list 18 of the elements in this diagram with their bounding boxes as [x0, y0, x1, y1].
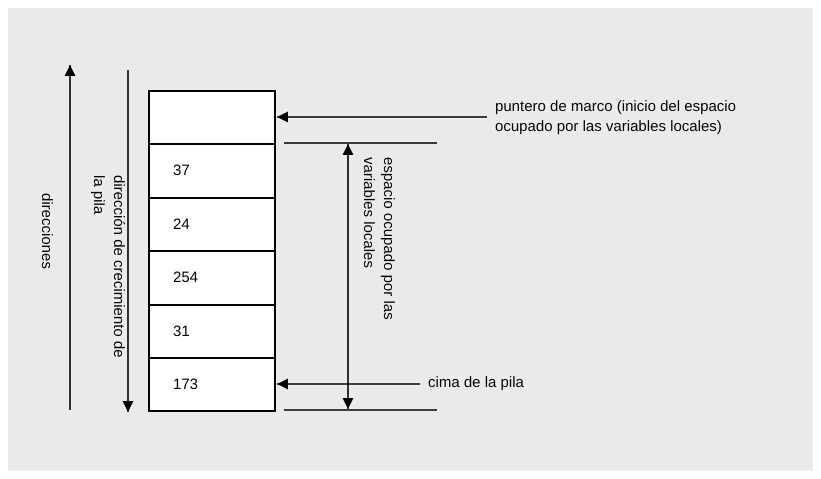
callout-label: cima de la pila: [428, 373, 558, 393]
cell-value: 24: [173, 216, 190, 233]
callout-label: puntero de marco (inicio del espacio ocupado por las variables locales): [495, 97, 795, 137]
stack-cell: [148, 90, 276, 145]
cell-value: 173: [173, 376, 198, 393]
cell-value: 31: [173, 323, 190, 340]
arrow: [277, 111, 487, 123]
stack-cell: [148, 304, 276, 359]
axis-label: direcciones: [37, 193, 56, 271]
stack-cell: [148, 250, 276, 306]
dimension-label: espacio ocupado por las variables locales: [359, 157, 398, 322]
stack-cell: [148, 197, 276, 252]
arrow: [277, 378, 420, 390]
cell-value: 37: [173, 162, 190, 179]
stack-cell: [148, 357, 276, 412]
cell-value: 254: [173, 269, 198, 286]
stack-cell: [148, 143, 276, 199]
axis-label: dirección de crecimiento de la pila: [89, 175, 128, 360]
